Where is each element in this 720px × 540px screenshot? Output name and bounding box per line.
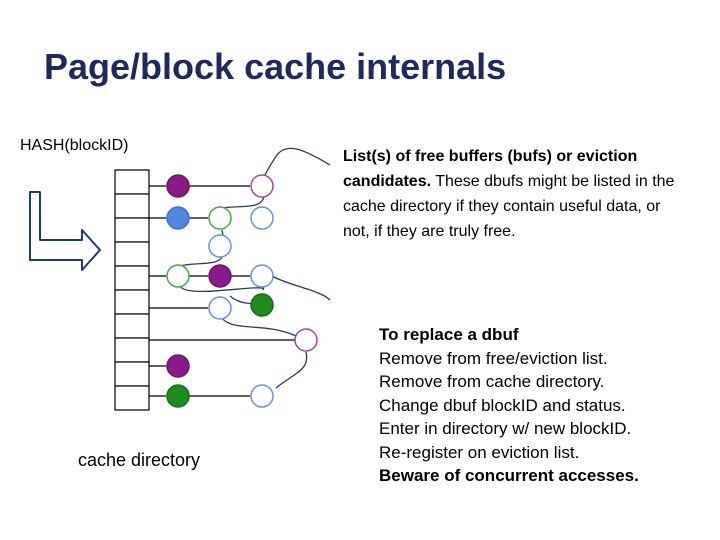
replace-step: Remove from free/eviction list. <box>379 348 608 368</box>
buffer-purple <box>166 354 190 378</box>
free-list-link <box>271 275 331 301</box>
hash-chain-lines <box>149 185 296 397</box>
cache-directory-table <box>114 169 150 411</box>
directory-slot <box>114 313 150 339</box>
buffer-free-outline <box>208 296 232 320</box>
replace-step: Re-register on eviction list. <box>379 442 580 462</box>
replace-heading: To replace a dbuf <box>379 325 519 344</box>
free-list-link <box>275 351 308 389</box>
directory-slot <box>114 385 150 411</box>
buffer-free-outline <box>250 384 274 408</box>
buffer-blue <box>166 206 190 230</box>
free-list-link <box>221 195 265 209</box>
free-list-link <box>221 317 297 337</box>
buffer-nodes <box>166 174 318 408</box>
buffer-free-outline <box>208 234 232 258</box>
free-list-head-link <box>263 147 331 177</box>
free-list-description-bold: List(s) of free buffers (bufs) or evicti… <box>343 148 638 190</box>
buffer-free-outline <box>250 264 274 288</box>
directory-slot <box>114 241 150 267</box>
directory-slot <box>114 169 150 195</box>
buffer-free-outline <box>250 206 274 230</box>
buffer-green <box>250 293 274 317</box>
hash-arrow-icon <box>29 191 101 271</box>
buffer-free-outline <box>208 206 232 230</box>
free-list-description-rest: These dbufs might be listed in the cache… <box>343 173 675 240</box>
buffer-free-outline <box>166 264 190 288</box>
replace-procedure: To replace a dbuf Remove from free/evict… <box>379 323 714 488</box>
directory-slot <box>114 337 150 363</box>
directory-slot <box>114 289 150 315</box>
free-list-link <box>179 285 263 292</box>
replace-step: Enter in directory w/ new blockID. <box>379 419 632 438</box>
free-list-links <box>179 147 331 389</box>
page-title: Page/block cache internals <box>44 46 507 87</box>
free-list-description: List(s) of free buffers (bufs) or evicti… <box>343 144 683 244</box>
hash-function-label: HASH(blockID) <box>20 137 129 154</box>
buffer-purple <box>208 264 232 288</box>
replace-step: Change dbuf blockID and status. <box>379 395 626 415</box>
directory-slot <box>114 193 150 219</box>
free-list-link <box>179 256 223 267</box>
buffer-purple <box>166 174 190 198</box>
directory-slot <box>114 361 150 387</box>
directory-slot <box>114 265 150 291</box>
directory-slot <box>114 217 150 243</box>
buffer-green <box>166 384 190 408</box>
buffer-free-outline <box>294 328 318 352</box>
buffer-free-outline <box>250 174 274 198</box>
cache-directory-label: cache directory <box>78 450 201 470</box>
replace-step: Remove from cache directory. <box>379 372 605 391</box>
replace-warning: Beware of concurrent accesses. <box>379 466 639 485</box>
